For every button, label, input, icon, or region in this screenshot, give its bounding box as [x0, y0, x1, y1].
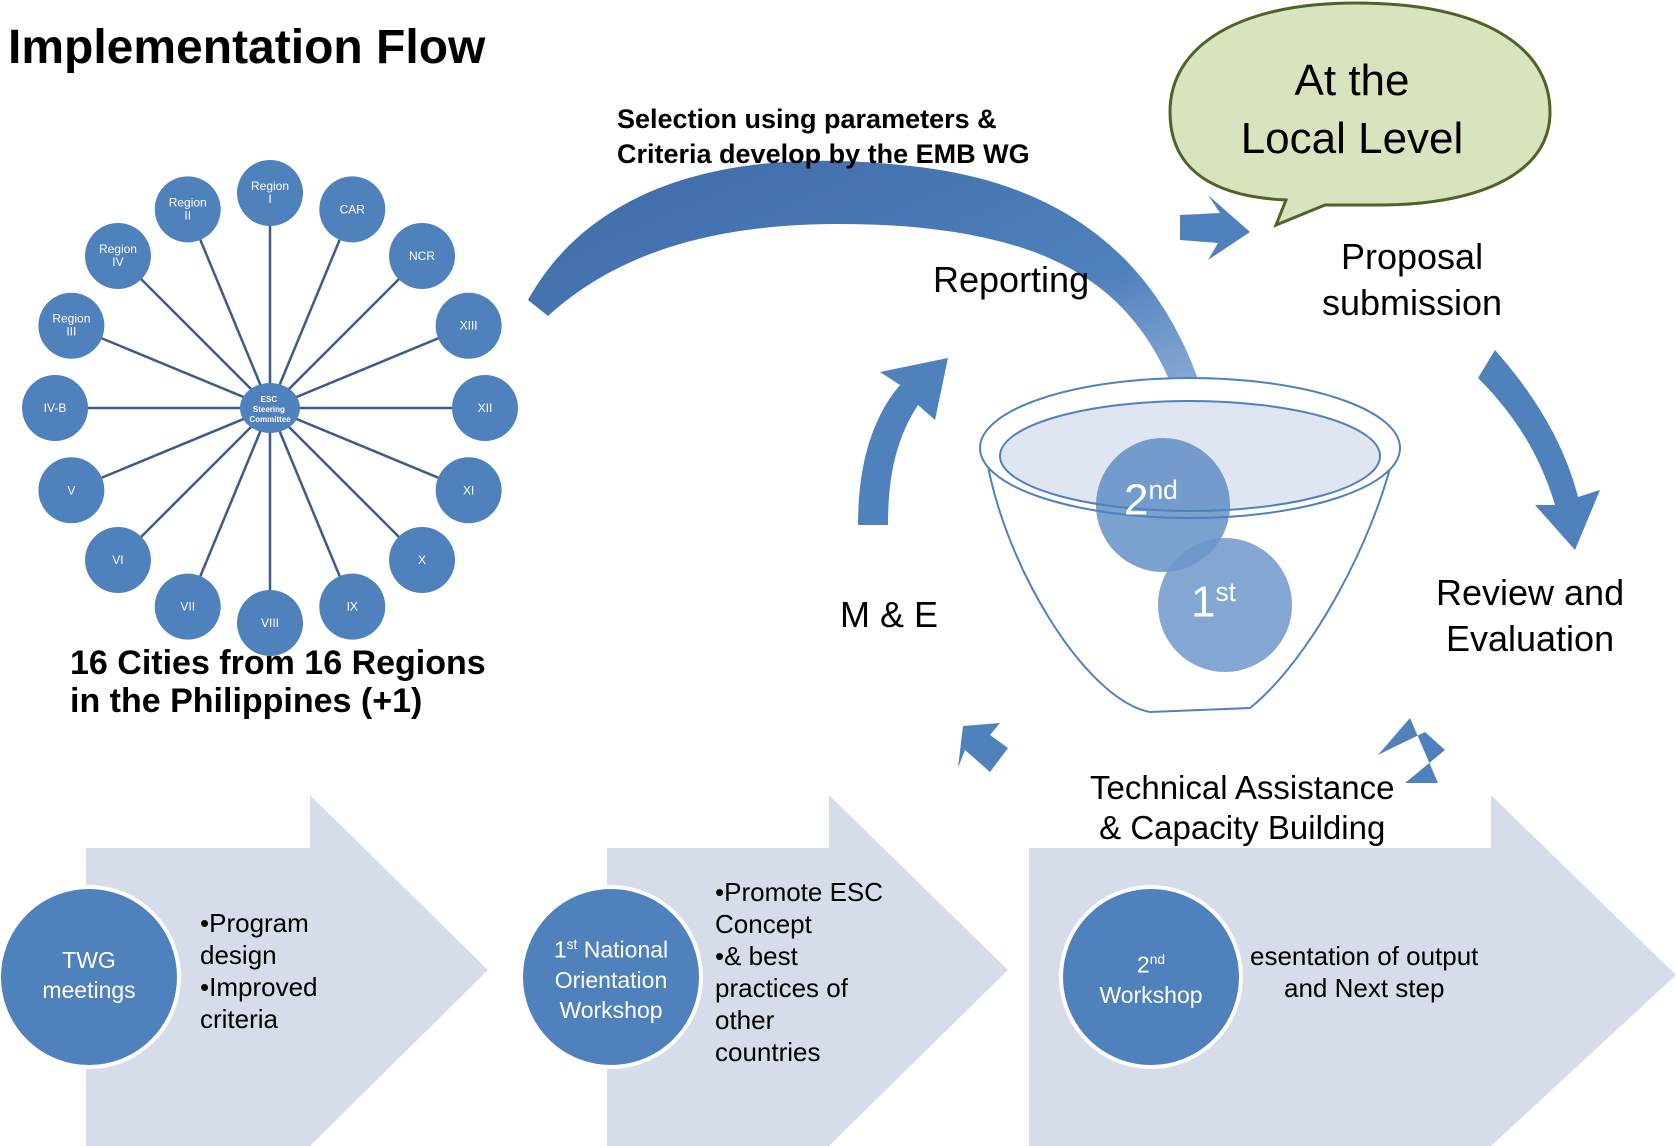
region-node	[319, 176, 386, 243]
hub-center-node	[240, 383, 300, 433]
callout-text: At the Local Level	[1240, 56, 1464, 163]
region-node-label: VII	[180, 600, 195, 614]
region-node-label: XIII	[460, 319, 478, 333]
hub-spoke	[186, 407, 272, 608]
big-curved-arrow	[528, 160, 1240, 468]
region-node	[237, 590, 303, 656]
region-node	[84, 222, 151, 289]
step-3-circle	[1059, 885, 1243, 1069]
region-node	[435, 457, 502, 524]
region-node-label: NCR	[409, 249, 435, 263]
me-label: M & E	[840, 594, 939, 635]
arrow-review-to-technical	[1378, 718, 1445, 783]
page-title: Implementation Flow	[8, 21, 486, 74]
region-node	[389, 527, 456, 594]
region-node-label: VI	[112, 553, 123, 567]
region-node	[452, 375, 518, 441]
region-node	[154, 176, 221, 243]
region-node-label: CAR	[340, 202, 366, 216]
hub-spoke	[117, 407, 271, 561]
step-1-circle-label: TWG meetings	[42, 947, 136, 1003]
region-node-label: IX	[347, 600, 358, 614]
step-2-bullets: •Promote ESC Concept •& best practices o…	[715, 877, 884, 1067]
hub-spoke	[269, 324, 470, 410]
hub-spoke	[269, 406, 470, 492]
region-node	[154, 573, 221, 640]
hub-spoke	[268, 208, 354, 409]
technical-label: Technical Assistance & Capacity Building	[1090, 769, 1395, 846]
arrow-technical-to-me	[958, 723, 1008, 772]
region-node	[84, 527, 151, 594]
region-node	[319, 573, 386, 640]
region-node	[38, 292, 105, 359]
region-node	[22, 375, 88, 441]
arrow-right-to-proposal	[1180, 195, 1250, 260]
step-2-circle	[519, 885, 703, 1069]
review-label: Review and Evaluation	[1436, 572, 1625, 659]
step-1-circle	[0, 885, 181, 1069]
region-node-label: VIII	[261, 616, 279, 630]
hub-center-label: ESC Steering Committee	[249, 395, 291, 424]
region-node-label: V	[67, 483, 75, 497]
hub-spoke	[70, 406, 271, 492]
hub-spoke	[269, 407, 423, 561]
region-node-label: IV-B	[44, 401, 67, 415]
callout-bubble	[1168, 1, 1552, 228]
hub-spoke	[186, 208, 272, 409]
step-3-bullets: esentation of output and Next step	[1250, 941, 1479, 1003]
first-label: 1st	[1191, 577, 1237, 627]
hub-spoke	[117, 255, 271, 409]
region-node-label: XII	[478, 401, 493, 415]
region-node	[237, 160, 303, 226]
selection-note: Selection using parameters & Criteria de…	[617, 104, 1030, 169]
step-2-circle-label: 1st National Orientation Workshop	[553, 936, 669, 1023]
chevron-step-1	[86, 795, 488, 1146]
region-node	[38, 457, 105, 524]
proposal-label: Proposal submission	[1322, 236, 1503, 323]
hub-spoke	[70, 324, 271, 410]
hub-spoke	[268, 407, 354, 608]
region-node-label: X	[418, 553, 426, 567]
second-circle	[1096, 438, 1230, 572]
step-1-bullets: •Program design •Improved criteria	[200, 908, 318, 1034]
hub-spoke	[269, 255, 423, 409]
region-node	[435, 292, 502, 359]
region-node-label: XI	[463, 483, 474, 497]
arrow-me-to-reporting	[858, 358, 948, 525]
step-3-circle-label: 2nd Workshop	[1099, 951, 1203, 1008]
hub-spokes	[55, 193, 485, 623]
chevron-step-2	[607, 795, 1008, 1146]
arrow-proposal-to-review	[1478, 350, 1600, 550]
reporting-label: Reporting	[933, 259, 1090, 300]
hub-caption: 16 Cities from 16 Regions in the Philipp…	[70, 644, 486, 720]
first-circle	[1158, 538, 1292, 672]
region-node	[389, 222, 456, 289]
second-label: 2nd	[1124, 475, 1178, 525]
